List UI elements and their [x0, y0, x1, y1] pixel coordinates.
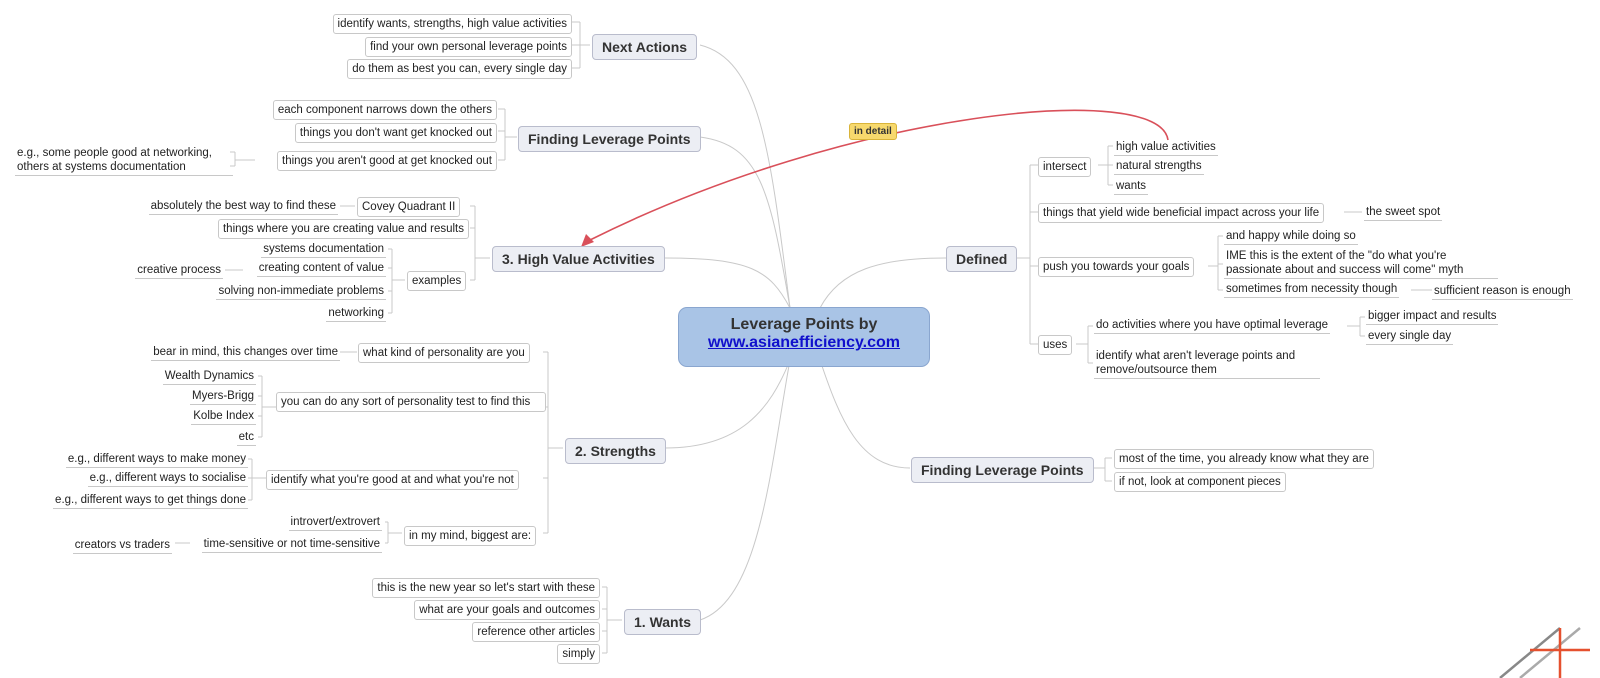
finding-left-item[interactable]: each component narrows down the others: [272, 100, 497, 120]
defined-yield[interactable]: things that yield wide beneficial impact…: [1038, 203, 1325, 223]
hva-example-item[interactable]: creating content of value: [256, 260, 386, 277]
central-topic: Leverage Points by www.asianefficiency.c…: [678, 307, 930, 367]
strengths-biggest[interactable]: in my mind, biggest are:: [404, 526, 537, 546]
strengths-time-sensitive[interactable]: time-sensitive or not time-sensitive: [201, 536, 382, 553]
next-actions-item[interactable]: do them as best you can, every single da…: [347, 59, 572, 79]
strengths-eg-item[interactable]: e.g., different ways to socialise: [87, 470, 248, 487]
defined-sufficient[interactable]: sufficient reason is enough: [1432, 283, 1573, 300]
finding-left-item[interactable]: things you don't want get knocked out: [294, 123, 497, 143]
finding-left-example[interactable]: e.g., some people good at networking, ot…: [15, 145, 233, 176]
topic-finding-leverage-points-left[interactable]: Finding Leverage Points: [518, 126, 701, 152]
next-actions-item[interactable]: identify wants, strengths, high value ac…: [332, 14, 572, 34]
hva-covey[interactable]: Covey Quadrant II: [357, 197, 461, 217]
defined-necessity[interactable]: sometimes from necessity though: [1224, 281, 1400, 298]
corner-logo-lines: [1499, 627, 1590, 678]
next-actions-item[interactable]: find your own personal leverage points: [365, 37, 572, 57]
topic-finding-leverage-points-right[interactable]: Finding Leverage Points: [911, 457, 1094, 483]
central-topic-link[interactable]: www.asianefficiency.com: [707, 334, 901, 351]
in-detail-label: in detail: [849, 123, 897, 140]
hva-covey-note[interactable]: absolutely the best way to find these: [148, 198, 338, 215]
defined-sweet-spot[interactable]: the sweet spot: [1364, 204, 1443, 221]
hva-example-item[interactable]: networking: [326, 305, 386, 322]
strengths-test-item[interactable]: etc: [236, 429, 256, 446]
hva-example-item[interactable]: solving non-immediate problems: [216, 283, 386, 300]
strengths-personality-test[interactable]: you can do any sort of personality test …: [276, 392, 546, 412]
defined-happy[interactable]: and happy while doing so: [1224, 228, 1358, 245]
strengths-creators-traders[interactable]: creators vs traders: [72, 537, 172, 554]
defined-bigger-impact[interactable]: bigger impact and results: [1366, 308, 1499, 325]
strengths-bear-in-mind[interactable]: bear in mind, this changes over time: [151, 344, 340, 361]
strengths-eg-item[interactable]: e.g., different ways to get things done: [53, 492, 248, 509]
defined-do-activities[interactable]: do activities where you have optimal lev…: [1094, 317, 1331, 334]
hva-creating[interactable]: things where you are creating value and …: [217, 219, 469, 239]
defined-uses[interactable]: uses: [1038, 335, 1073, 355]
central-topic-title: Leverage Points by: [730, 316, 878, 333]
hva-examples[interactable]: examples: [407, 271, 467, 291]
defined-every-day[interactable]: every single day: [1366, 328, 1454, 345]
strengths-test-item[interactable]: Myers-Brigg: [190, 388, 256, 405]
strengths-good-at[interactable]: identify what you're good at and what yo…: [266, 470, 519, 490]
finding-right-item[interactable]: if not, look at component pieces: [1114, 472, 1286, 492]
wants-item[interactable]: this is the new year so let's start with…: [372, 578, 600, 598]
wants-item[interactable]: simply: [557, 644, 600, 664]
wants-item[interactable]: reference other articles: [472, 622, 600, 642]
topic-defined[interactable]: Defined: [946, 246, 1018, 272]
strengths-test-item[interactable]: Wealth Dynamics: [162, 368, 256, 385]
defined-push[interactable]: push you towards your goals: [1038, 257, 1195, 277]
strengths-introvert[interactable]: introvert/extrovert: [288, 514, 382, 531]
hva-example-item[interactable]: systems documentation: [261, 241, 386, 258]
topic-wants[interactable]: 1. Wants: [624, 609, 702, 635]
defined-intersect-item[interactable]: natural strengths: [1114, 158, 1204, 175]
strengths-test-item[interactable]: Kolbe Index: [191, 408, 256, 425]
topic-high-value-activities[interactable]: 3. High Value Activities: [492, 246, 665, 272]
strengths-personality[interactable]: what kind of personality are you: [358, 343, 530, 363]
wants-item[interactable]: what are your goals and outcomes: [414, 600, 600, 620]
topic-next-actions[interactable]: Next Actions: [592, 34, 698, 60]
defined-identify[interactable]: identify what aren't leverage points and…: [1094, 348, 1320, 379]
defined-intersect-item[interactable]: wants: [1114, 178, 1149, 195]
strengths-eg-item[interactable]: e.g., different ways to make money: [65, 451, 248, 468]
finding-left-item[interactable]: things you aren't good at get knocked ou…: [277, 151, 497, 171]
defined-intersect[interactable]: intersect: [1038, 157, 1092, 177]
finding-right-item[interactable]: most of the time, you already know what …: [1114, 449, 1374, 469]
defined-ime[interactable]: IME this is the extent of the "do what y…: [1224, 248, 1498, 279]
defined-intersect-item[interactable]: high value activities: [1114, 139, 1218, 156]
topic-strengths[interactable]: 2. Strengths: [565, 438, 666, 464]
hva-creative-process[interactable]: creative process: [135, 262, 223, 279]
